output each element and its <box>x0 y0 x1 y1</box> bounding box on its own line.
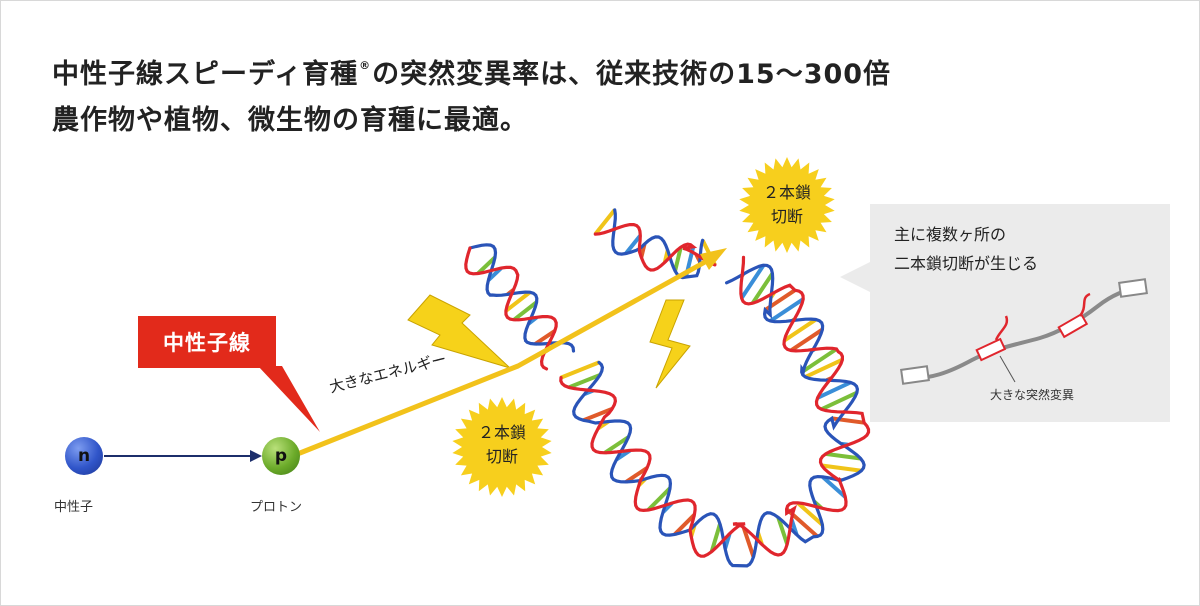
dna-segment-loop <box>559 255 871 568</box>
neutron-to-proton-arrowhead <box>250 450 262 462</box>
base-pair-rung <box>476 255 497 275</box>
base-pair-rung <box>603 435 630 455</box>
dna-strand-red <box>559 255 871 558</box>
dna-segment-top <box>593 208 717 280</box>
base-pair-rung <box>783 317 817 343</box>
base-pair-rung <box>821 463 862 473</box>
burst-bottom-icon <box>452 397 552 497</box>
registered-mark: ® <box>359 59 372 72</box>
base-pair-rung <box>504 290 532 313</box>
base-pair-rung <box>741 526 756 558</box>
base-pair-rung <box>789 327 824 353</box>
neutron-label: 中性子 <box>54 500 94 515</box>
proton-particle: p <box>262 437 300 475</box>
base-pair-rung <box>802 347 838 373</box>
panel-pointer <box>840 262 870 292</box>
base-pair-rung <box>776 516 790 545</box>
base-pair-rung <box>673 513 696 536</box>
energy-beam-arrowhead <box>700 248 727 270</box>
proton-label: プロトン <box>250 500 303 515</box>
neutron-particle: n <box>65 437 103 475</box>
lightning-left-icon <box>407 294 511 369</box>
base-pair-rung <box>750 272 775 305</box>
base-pair-rung <box>825 451 861 461</box>
base-pair-rung <box>673 246 683 272</box>
base-pair-rung <box>534 329 556 346</box>
burst-top-label: ２本鎖 切断 <box>762 183 811 226</box>
panel-title: 主に複数ヶ所の 二本鎖切断が生じる <box>894 225 1039 273</box>
base-pair-rung <box>796 501 824 527</box>
dna-strand-blue <box>572 263 866 568</box>
mutation-label: 大きな突然変異 <box>990 388 1075 402</box>
base-pair-rung <box>624 234 642 255</box>
base-pair-rung <box>593 208 617 236</box>
callout-pointer <box>258 366 320 432</box>
base-pair-rung <box>816 380 852 400</box>
base-pair-rung <box>804 357 844 379</box>
base-pair-rung <box>512 300 538 322</box>
burst-top-icon <box>739 157 835 253</box>
base-pair-rung <box>709 523 722 553</box>
dna-strand-blue <box>611 208 705 280</box>
neutron-beam-callout: 中性子線 <box>138 316 276 368</box>
base-pair-rung <box>739 264 766 300</box>
headline-line-2: 農作物や植物、微生物の育種に最適。 <box>52 105 528 136</box>
dna-strand-red <box>464 246 558 371</box>
energy-beam-line <box>297 259 708 456</box>
base-pair-rung <box>568 373 601 390</box>
dna-strand-blue <box>468 243 576 353</box>
base-pair-rung <box>820 390 858 412</box>
headline-line-1: 中性子線スピーディ育種®の突然変異率は、従来技術の15〜300倍 <box>52 59 892 90</box>
dna-double-helix <box>464 208 871 568</box>
base-pair-rung <box>646 486 672 512</box>
base-pair-rung <box>560 360 600 380</box>
base-pair-rung <box>821 475 847 499</box>
burst-bottom-label: ２本鎖 切断 <box>477 423 526 466</box>
base-pair-rung <box>769 297 805 323</box>
base-pair-rung <box>582 406 613 423</box>
dna-strand-red <box>593 223 717 272</box>
dna-segment-left <box>464 243 576 371</box>
lightning-right-icon <box>649 299 691 389</box>
base-pair-rung <box>625 466 649 484</box>
